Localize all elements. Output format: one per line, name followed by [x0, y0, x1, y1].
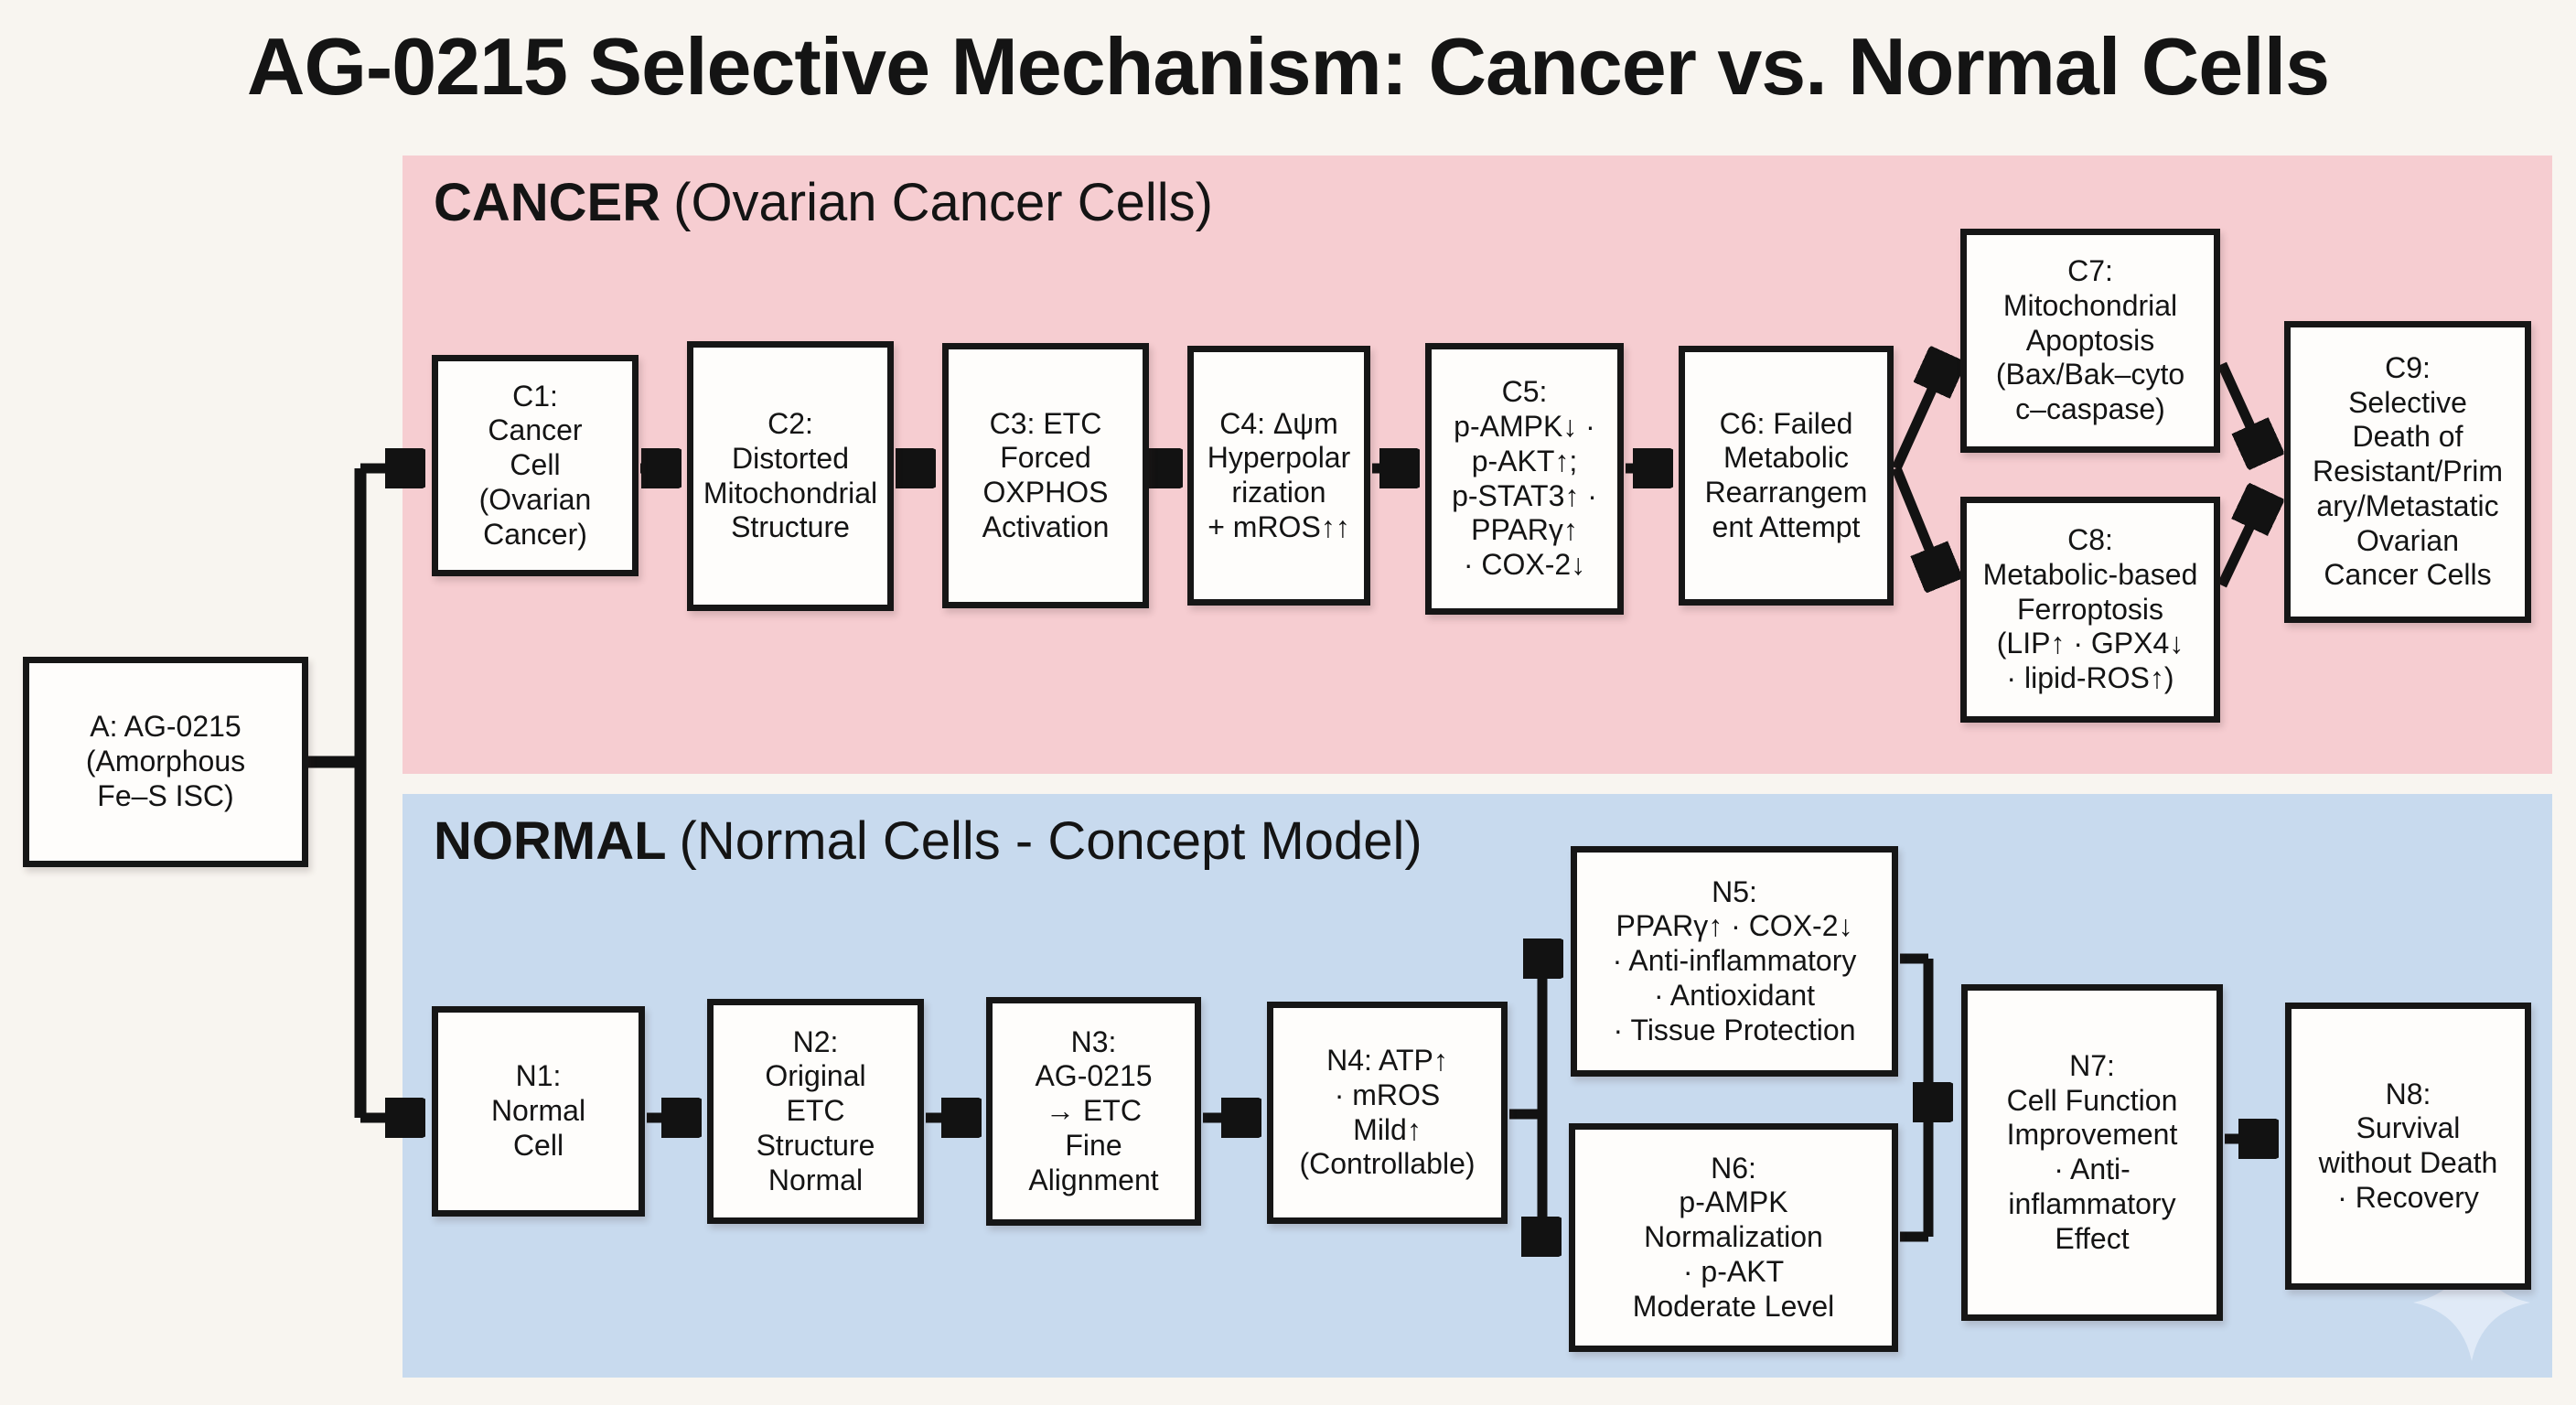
node-c8: C8: Metabolic-based Ferroptosis (LIP↑ · …: [1960, 497, 2220, 723]
edge-c7-c9: [2216, 361, 2263, 455]
node-c5: C5: p-AMPK↓ · p-AKT↑; p-STAT3↑ · PPARγ↑ …: [1425, 343, 1624, 615]
cancer-panel-label: CANCER: [434, 173, 661, 232]
normal-panel-subtitle: (Normal Cells - Concept Model): [679, 811, 1422, 871]
node-c7: C7: Mitochondrial Apoptosis (Bax/Bak–cyt…: [1960, 229, 2220, 453]
node-n6: N6: p-AMPK Normalization · p-AKT Moderat…: [1569, 1123, 1898, 1352]
cancer-panel-header: CANCER(Ovarian Cancer Cells): [434, 172, 1213, 233]
edge-c6-c8: [1891, 466, 1941, 578]
node-a-ag0215: A: AG-0215 (Amorphous Fe–S ISC): [23, 657, 308, 867]
node-n2: N2: Original ETC Structure Normal: [707, 999, 924, 1224]
node-n3: N3: AG-0215 → ETC Fine Alignment: [986, 997, 1201, 1226]
node-n5: N5: PPARγ↑ · COX-2↓ · Anti-inflammatory …: [1571, 846, 1898, 1077]
page-title: AG-0215 Selective Mechanism: Cancer vs. …: [246, 21, 2330, 112]
edge-c6-c7: [1891, 361, 1945, 471]
cancer-panel-subtitle: (Ovarian Cancer Cells): [673, 173, 1213, 232]
node-c2: C2: Distorted Mitochondrial Structure: [687, 341, 894, 611]
edge-c8-c9: [2217, 499, 2263, 588]
node-n1: N1: Normal Cell: [432, 1006, 645, 1217]
node-n4: N4: ATP↑ · mROS Mild↑ (Controllable): [1267, 1002, 1508, 1224]
node-c4: C4: Δψm Hyperpolar rization + mROS↑↑: [1187, 346, 1370, 606]
node-c3: C3: ETC Forced OXPHOS Activation: [942, 343, 1149, 608]
normal-panel-header: NORMAL(Normal Cells - Concept Model): [434, 810, 1422, 872]
normal-panel-label: NORMAL: [434, 811, 667, 871]
node-c9: C9: Selective Death of Resistant/Prim ar…: [2284, 321, 2531, 623]
node-c6: C6: Failed Metabolic Rearrangem ent Atte…: [1679, 346, 1894, 606]
node-n7: N7: Cell Function Improvement · Anti- in…: [1961, 984, 2223, 1321]
node-c1: C1: Cancer Cell (Ovarian Cancer): [432, 355, 639, 576]
node-n8: N8: Survival without Death · Recovery: [2285, 1003, 2531, 1290]
